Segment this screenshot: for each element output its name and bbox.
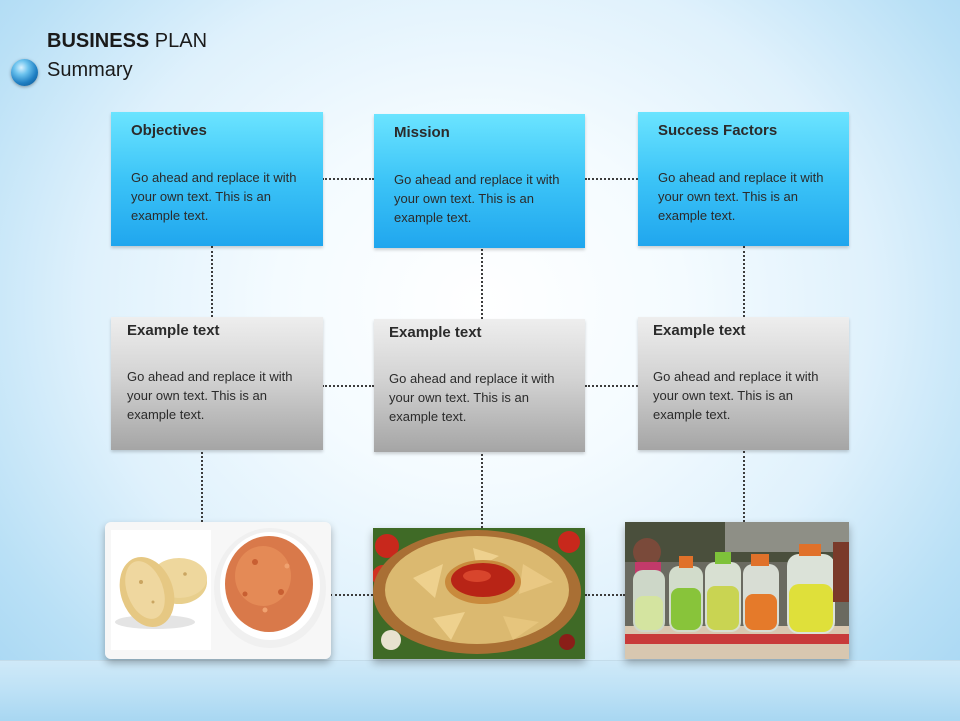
subtitle: Summary — [47, 59, 133, 81]
floor-reflection — [0, 660, 960, 721]
title-bold: BUSINESS — [47, 30, 150, 52]
title-rest: PLAN — [149, 30, 208, 52]
photo-aguas-frescas — [625, 522, 849, 659]
card-example-3: Example text Go ahead and replace it wit… — [638, 317, 849, 450]
card-success-factors: Success Factors Go ahead and replace it … — [638, 112, 849, 246]
card-text: Go ahead and replace it with your own te… — [394, 172, 560, 225]
connector-h4 — [585, 385, 638, 387]
card-heading: Example text — [653, 322, 746, 339]
card-heading: Example text — [389, 324, 482, 341]
card-heading: Objectives — [131, 122, 207, 139]
card-example-2: Example text Go ahead and replace it wit… — [374, 319, 585, 452]
connector-h6 — [585, 594, 625, 596]
connector-v4 — [201, 452, 203, 522]
connector-h3 — [322, 385, 374, 387]
photo-tortillas-rice — [105, 522, 331, 659]
card-text: Go ahead and replace it with your own te… — [127, 369, 293, 422]
card-text: Go ahead and replace it with your own te… — [131, 170, 297, 223]
sphere-bullet-icon — [11, 59, 38, 86]
card-text: Go ahead and replace it with your own te… — [658, 170, 824, 223]
connector-h1 — [322, 178, 374, 180]
slide-title: BUSINESS PLAN Summary — [47, 29, 207, 84]
connector-v2 — [481, 249, 483, 319]
title-line: BUSINESS PLAN — [47, 29, 207, 53]
connector-v3 — [743, 246, 745, 317]
connector-v6 — [743, 451, 745, 522]
connector-v5 — [481, 454, 483, 528]
connector-v1 — [211, 246, 213, 317]
card-text: Go ahead and replace it with your own te… — [653, 369, 819, 422]
connector-h5 — [330, 594, 373, 596]
card-text: Go ahead and replace it with your own te… — [389, 371, 555, 424]
connector-h2 — [585, 178, 638, 180]
card-example-1: Example text Go ahead and replace it wit… — [111, 317, 323, 450]
card-heading: Mission — [394, 124, 450, 141]
card-objectives: Objectives Go ahead and replace it with … — [111, 112, 323, 246]
card-heading: Example text — [127, 322, 220, 339]
card-heading: Success Factors — [658, 122, 778, 139]
photo-chips-salsa — [373, 528, 585, 659]
card-mission: Mission Go ahead and replace it with you… — [374, 114, 585, 248]
